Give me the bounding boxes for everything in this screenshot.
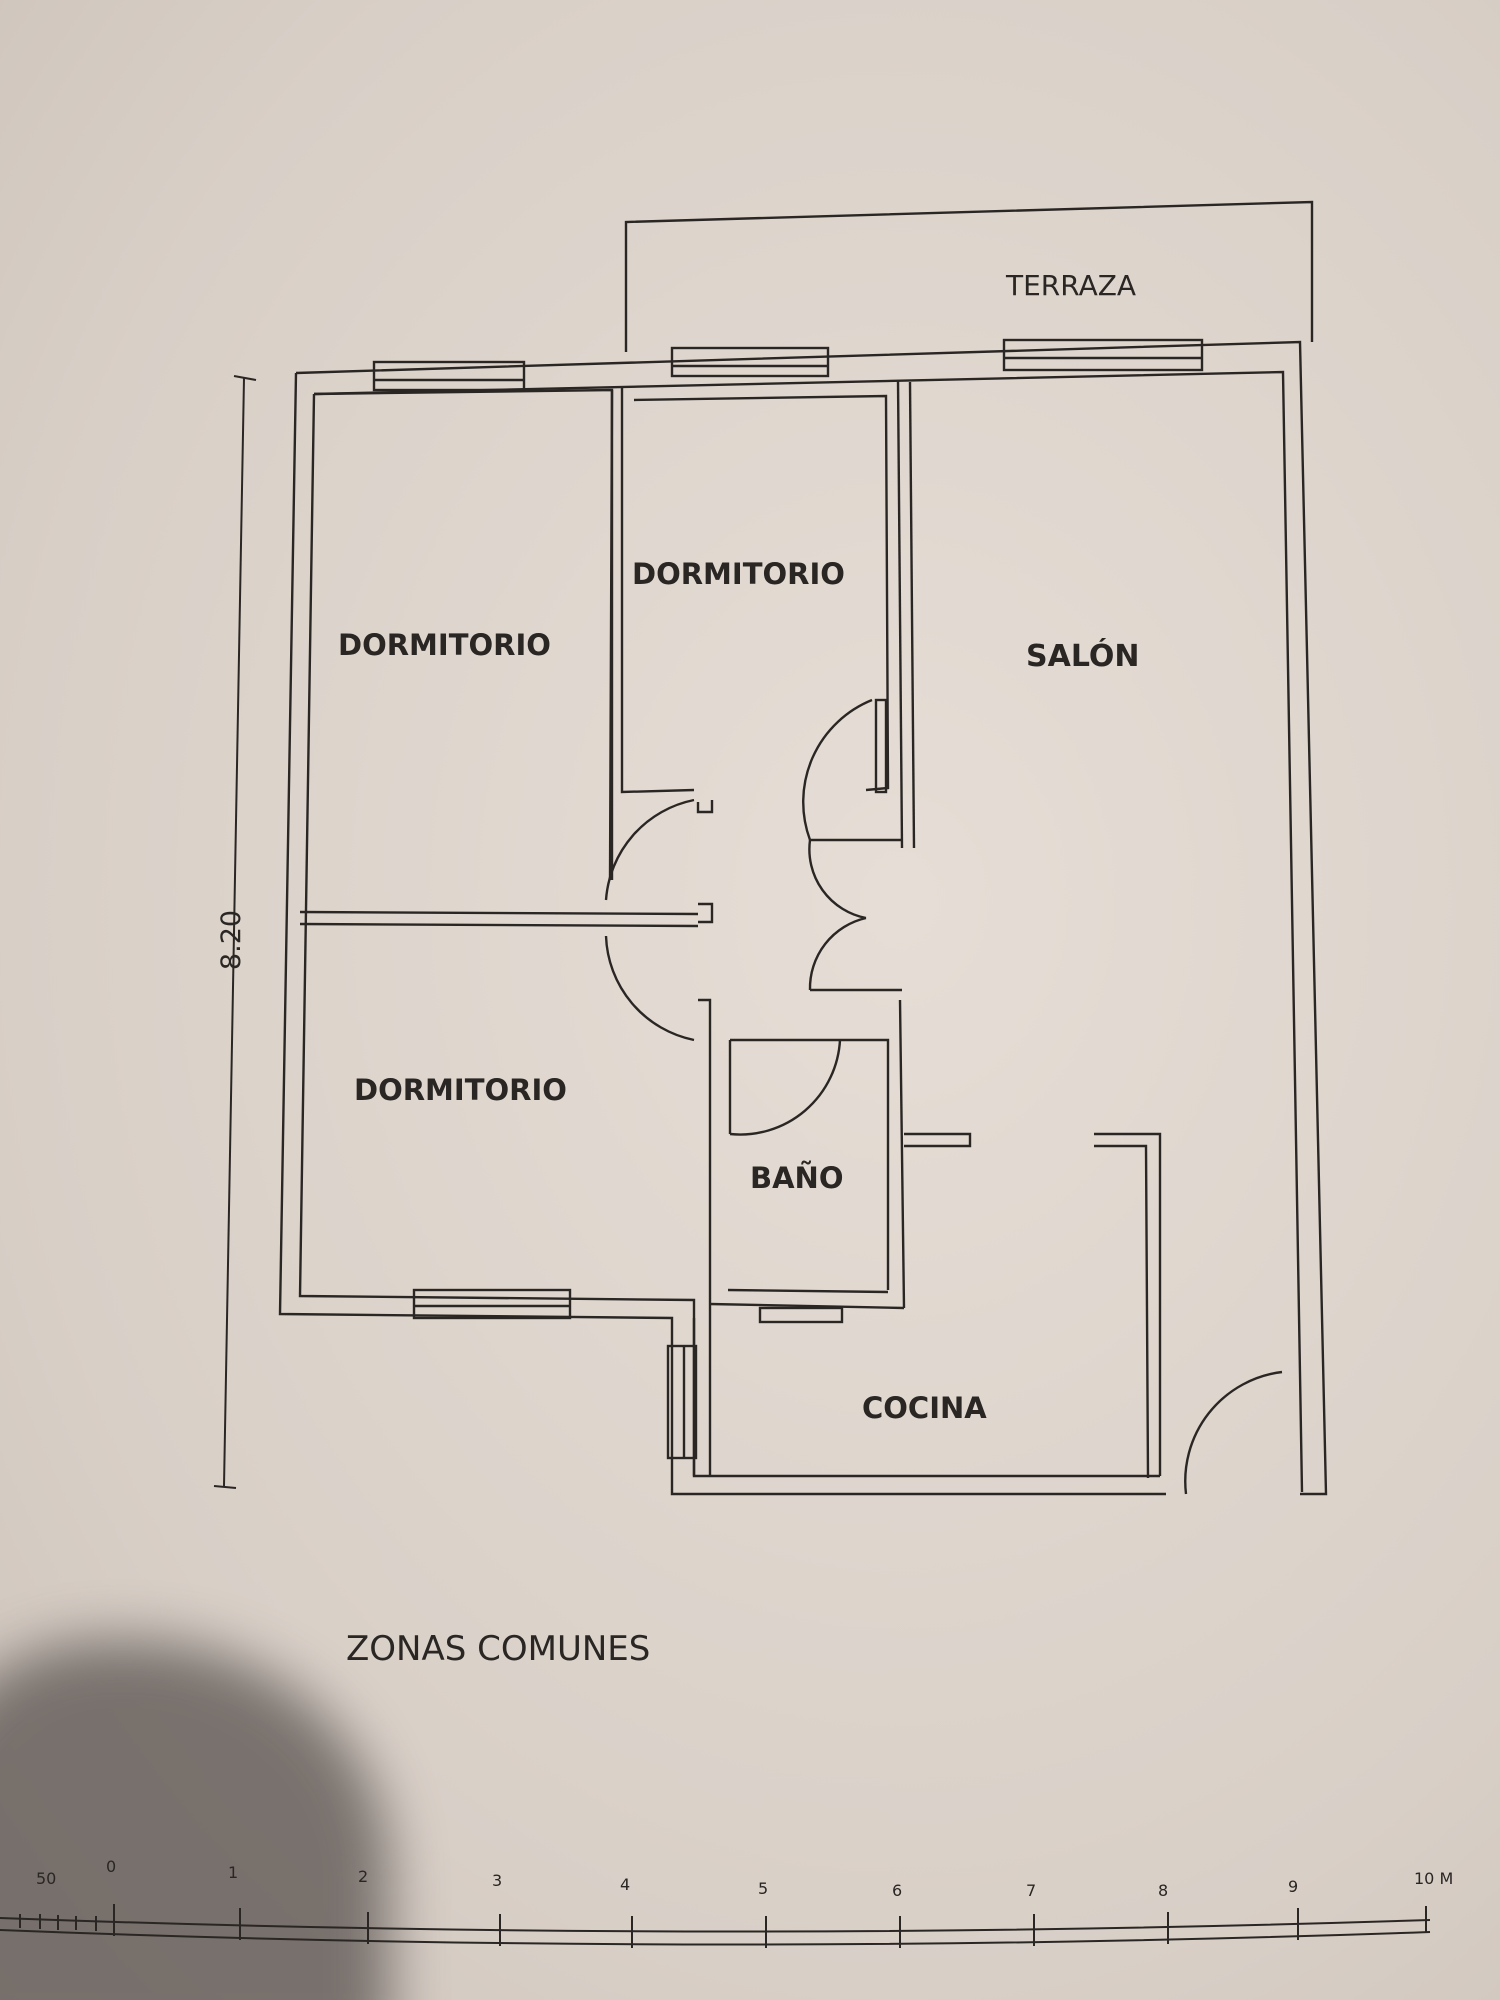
kitchen-wall-east-inner [1094, 1144, 1150, 1479]
label-salon: SALÓN [1026, 637, 1139, 674]
scale-bar-top [0, 1917, 1431, 1933]
bathroom-outer-east [898, 999, 906, 1309]
outer-wall-west-south [278, 372, 1166, 1496]
window-living-room [1002, 338, 1204, 372]
door-frame-1 [696, 800, 714, 814]
door-arc-bathroom [729, 1039, 842, 1136]
window-bathroom [758, 1306, 844, 1324]
scale-bar-labels: 50 0 1 2 3 4 5 6 7 8 9 10 M [36, 1857, 1453, 1900]
bathroom-wall-south-inner [727, 1288, 889, 1294]
scale-label: 7 [1026, 1881, 1036, 1900]
scale-label: 6 [892, 1881, 902, 1900]
door-arc-bedroom-3 [604, 935, 695, 1042]
door-leaf-bedroom-2 [874, 698, 888, 794]
scale-label: 9 [1288, 1877, 1298, 1896]
corridor-wall-north [299, 910, 699, 916]
scale-label: 10 M [1414, 1869, 1453, 1888]
door-arc-bedroom-1 [604, 798, 695, 901]
window-kitchen [666, 1344, 698, 1460]
scale-label: 8 [1158, 1881, 1168, 1900]
door-frame-2 [698, 902, 714, 924]
door-arc-entrance [1184, 1370, 1283, 1495]
bathroom-wall-south [709, 1302, 905, 1310]
kitchen-wall-east [1094, 1132, 1162, 1476]
bedroom-2-wall-east [633, 394, 890, 792]
label-dormitorio-1: DORMITORIO [338, 628, 551, 662]
label-dormitorio-3: DORMITORIO [354, 1073, 567, 1107]
living-wall-west-inner [908, 381, 916, 849]
scale-label: 4 [620, 1875, 630, 1894]
bedroom-2-wall-west [620, 388, 695, 794]
window-bedroom-2 [670, 346, 830, 378]
terrace-outline [624, 200, 1314, 352]
label-cocina: COCINA [862, 1391, 987, 1425]
label-dormitorio-2: DORMITORIO [632, 557, 845, 591]
label-bano: BAÑO [750, 1161, 843, 1195]
kitchen-wall-stub [904, 1132, 972, 1148]
common-areas-label: ZONAS COMUNES [346, 1629, 650, 1669]
scale-label: 3 [492, 1871, 502, 1890]
dimension-line [223, 377, 245, 1487]
bathroom-wall-west [698, 998, 712, 1316]
dimension-label: 8.20 [216, 910, 247, 970]
scale-label: 5 [758, 1879, 768, 1898]
outer-wall-north-east-inner [313, 370, 1304, 1493]
bathroom-wall-east [730, 1038, 890, 1290]
scale-label: 2 [358, 1867, 368, 1886]
living-wall-west [896, 379, 904, 849]
corridor-door-stops [810, 838, 902, 992]
scale-label: 1 [228, 1863, 238, 1882]
outer-wall-north-east [295, 340, 1328, 1496]
scale-label: 0 [106, 1857, 116, 1876]
door-arc-living-lower [808, 916, 867, 991]
window-bedroom-1 [372, 360, 526, 392]
scale-label: 50 [36, 1869, 56, 1888]
window-bedroom-3 [412, 1288, 572, 1320]
label-terraza: TERRAZA [1005, 269, 1136, 302]
door-arc-bedroom-2 [802, 698, 873, 841]
outer-wall-west-south-inner [298, 393, 1160, 1478]
corridor-wall-north-inner [299, 922, 699, 928]
scale-bar-ticks [19, 1904, 1427, 1948]
scale-bar-bottom [0, 1929, 1431, 1946]
door-arc-living-upper [808, 839, 867, 920]
